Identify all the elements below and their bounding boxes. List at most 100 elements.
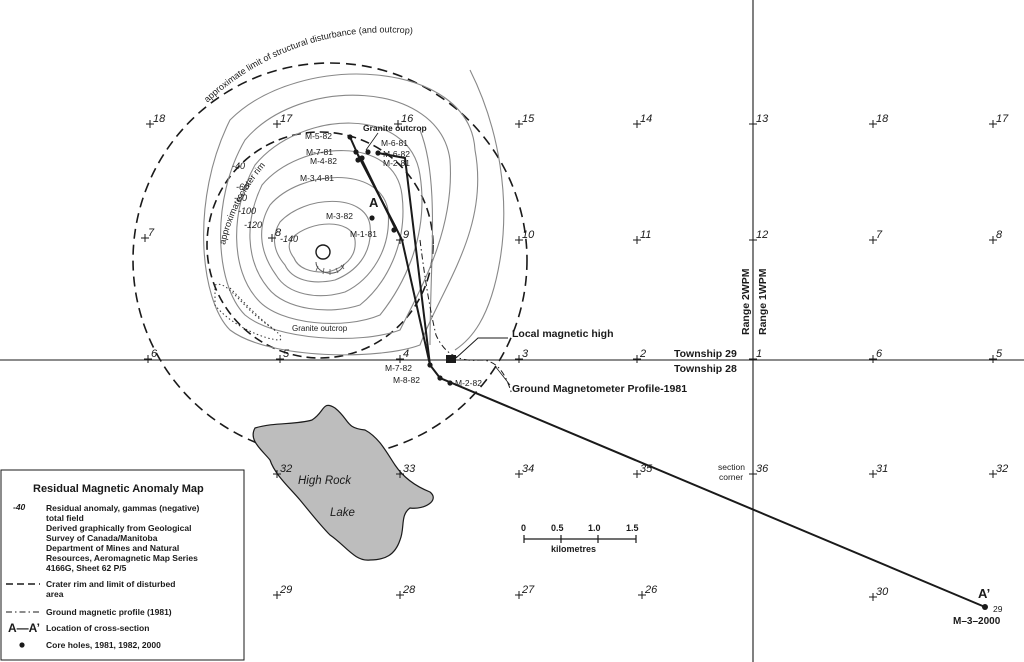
contour-value-label: -100 (238, 206, 256, 216)
contour-value-label: -60 (236, 182, 249, 192)
high-rock-lake (252, 404, 434, 561)
ground-profile-leader (494, 365, 511, 386)
crater-rim (206, 131, 434, 359)
legend-contour-text: Survey of Canada/Manitoba (46, 533, 158, 543)
contour-line (419, 129, 434, 346)
scale-unit-label: kilometres (551, 544, 596, 554)
section-number: 3 (522, 348, 529, 360)
magnetic-contours (203, 69, 505, 356)
legend: Residual Magnetic Anomaly Map -40 Residu… (0, 469, 245, 661)
section-number: 7 (876, 229, 883, 241)
scale-tick-label: 0.5 (551, 523, 564, 533)
legend-core-symbol (19, 642, 25, 648)
section-number: 32 (280, 463, 292, 475)
section-number: 29 (993, 604, 1003, 614)
local-magnetic-high-label: Local magnetic high (512, 328, 614, 340)
section-number: 6 (876, 348, 883, 360)
scale-tick-label: 1.0 (588, 523, 601, 533)
core-hole-label: M-3-82 (326, 211, 353, 221)
legend-contour-text: Derived graphically from Geological (46, 523, 192, 533)
section-number: 1 (756, 348, 762, 360)
core-hole (437, 375, 443, 381)
section-number: 17 (280, 113, 293, 125)
core-hole-label: M-6-81 (381, 138, 408, 148)
contour-value-label: -120 (244, 220, 262, 230)
contour-line (220, 94, 452, 339)
section-number: 29 (279, 584, 292, 596)
section-number: 7 (148, 227, 155, 239)
core-hole (447, 380, 453, 386)
core-hole (355, 157, 361, 163)
scale-bar: 0 0.5 1.0 1.5 kilometres (521, 523, 639, 554)
section-number: 18 (153, 113, 166, 125)
core-hole (347, 134, 353, 140)
section-number: 34 (522, 463, 534, 475)
cross-section-end-label: A’ (978, 586, 990, 601)
core-hole (391, 227, 397, 233)
section-number: 5 (283, 348, 290, 360)
legend-contour-text: Department of Mines and Natural (46, 543, 179, 553)
section-number: 13 (756, 113, 769, 125)
scale-tick-label: 0 (521, 523, 526, 533)
section-number: 32 (996, 463, 1008, 475)
local-magnetic-high-marker (446, 355, 456, 363)
lake-label-line2: Lake (330, 507, 355, 519)
legend-profile-text: Ground magnetic profile (1981) (46, 607, 172, 617)
section-number: 31 (876, 463, 888, 475)
legend-box (0, 469, 245, 661)
core-hole-label: M-7-81 (306, 147, 333, 157)
core-hole-label: M-4-82 (310, 156, 337, 166)
section-number: 2 (639, 348, 646, 360)
contour-labels: -40-60-80-100-120-140 (232, 161, 298, 244)
section-corner-label-2: corner (719, 472, 743, 482)
contour-line (203, 73, 479, 356)
core-hole (427, 362, 433, 368)
core-hole-label: M-7-82 (385, 363, 412, 373)
section-number: 30 (876, 586, 889, 598)
core-hole (365, 149, 371, 155)
contour-line (288, 223, 356, 273)
cross-section-start-label: A (369, 195, 379, 210)
core-hole-markers (347, 134, 988, 610)
core-hole-label: M-1-81 (350, 229, 377, 239)
cross-section-line (349, 136, 986, 608)
section-number: 12 (756, 229, 768, 241)
section-number: 5 (996, 348, 1003, 360)
section-number: 16 (401, 113, 414, 125)
lake-label-line1: High Rock (298, 475, 352, 487)
contour-value-label: -40 (232, 161, 245, 171)
local-high-leader (455, 337, 508, 359)
contour-line (274, 200, 371, 283)
township-29-label: Township 29 (674, 348, 737, 360)
legend-title: Residual Magnetic Anomaly Map (33, 483, 204, 495)
scale-tick-label: 1.5 (626, 523, 639, 533)
legend-contour-text: 4166G, Sheet 62 P/5 (46, 563, 127, 573)
legend-contour-text: Resources, Aeromagnetic Map Series (46, 553, 198, 563)
section-number: 28 (402, 584, 416, 596)
core-hole-m3-2000-label: M–3–2000 (953, 616, 1001, 627)
core-hole-labels: M-5-82M-7-81M-4-82M-6-81M-6-82M-2-81M-3,… (300, 131, 482, 388)
granite-outcrop-south-label: Granite outcrop (292, 324, 348, 333)
core-hole (375, 150, 381, 156)
contour-line (236, 122, 423, 324)
section-number: 11 (640, 229, 651, 241)
range-1wpm-label: Range 1WPM (757, 268, 769, 335)
range-2wpm-label: Range 2WPM (740, 268, 752, 335)
section-number: 15 (522, 113, 535, 125)
core-hole-label: M-3,4-81 (300, 173, 334, 183)
core-hole-label: M-5-82 (305, 131, 332, 141)
section-number: 10 (522, 229, 535, 241)
section-corner-label-1: section (718, 462, 745, 472)
section-number: 36 (756, 463, 769, 475)
section-number: 8 (996, 229, 1003, 241)
contour-line (454, 69, 505, 351)
ground-magnetic-profile-line (419, 239, 513, 396)
core-hole-label: M-6-82 (383, 149, 410, 159)
township-28-label: Township 28 (674, 363, 737, 375)
core-hole (982, 604, 988, 610)
contour-value-label: -80 (234, 193, 247, 203)
section-number: 33 (403, 463, 416, 475)
section-number: 8 (275, 227, 282, 239)
